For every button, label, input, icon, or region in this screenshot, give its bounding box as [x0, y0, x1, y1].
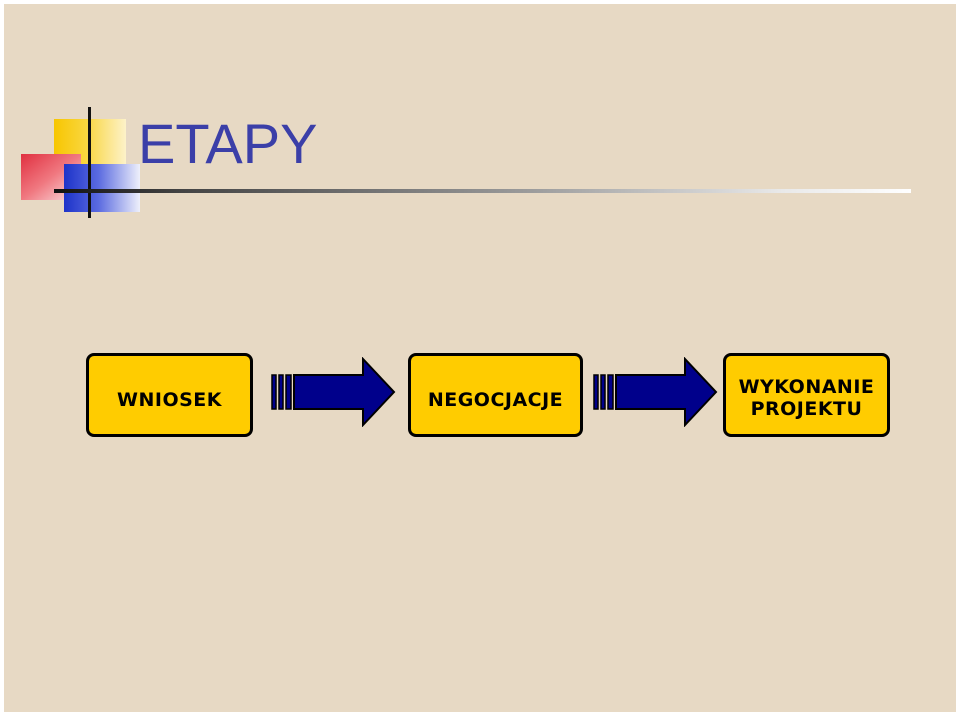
stage-label: WNIOSEK	[117, 389, 222, 411]
right-arrow-icon	[271, 357, 396, 427]
stage-label: NEGOCJACJE	[427, 389, 564, 411]
slide-title: ETAPY	[138, 112, 318, 175]
stage-label-line-2: PROJEKTU	[750, 398, 863, 420]
stage-box-negocjacje: NEGOCJACJE	[408, 353, 583, 437]
stage-box-wniosek: WNIOSEK	[86, 353, 253, 437]
logo-blue-square	[64, 164, 140, 212]
title-underline	[54, 189, 911, 193]
slide: ETAPY WNIOSEK NEGOCJACJE WYKONANIE PROJE…	[4, 4, 956, 712]
right-arrow-icon	[593, 357, 718, 427]
stage-label-line-1: WYKONANIE	[738, 376, 875, 398]
logo-vertical-line	[88, 107, 91, 218]
stage-box-wykonanie-projektu: WYKONANIE PROJEKTU	[723, 353, 890, 437]
